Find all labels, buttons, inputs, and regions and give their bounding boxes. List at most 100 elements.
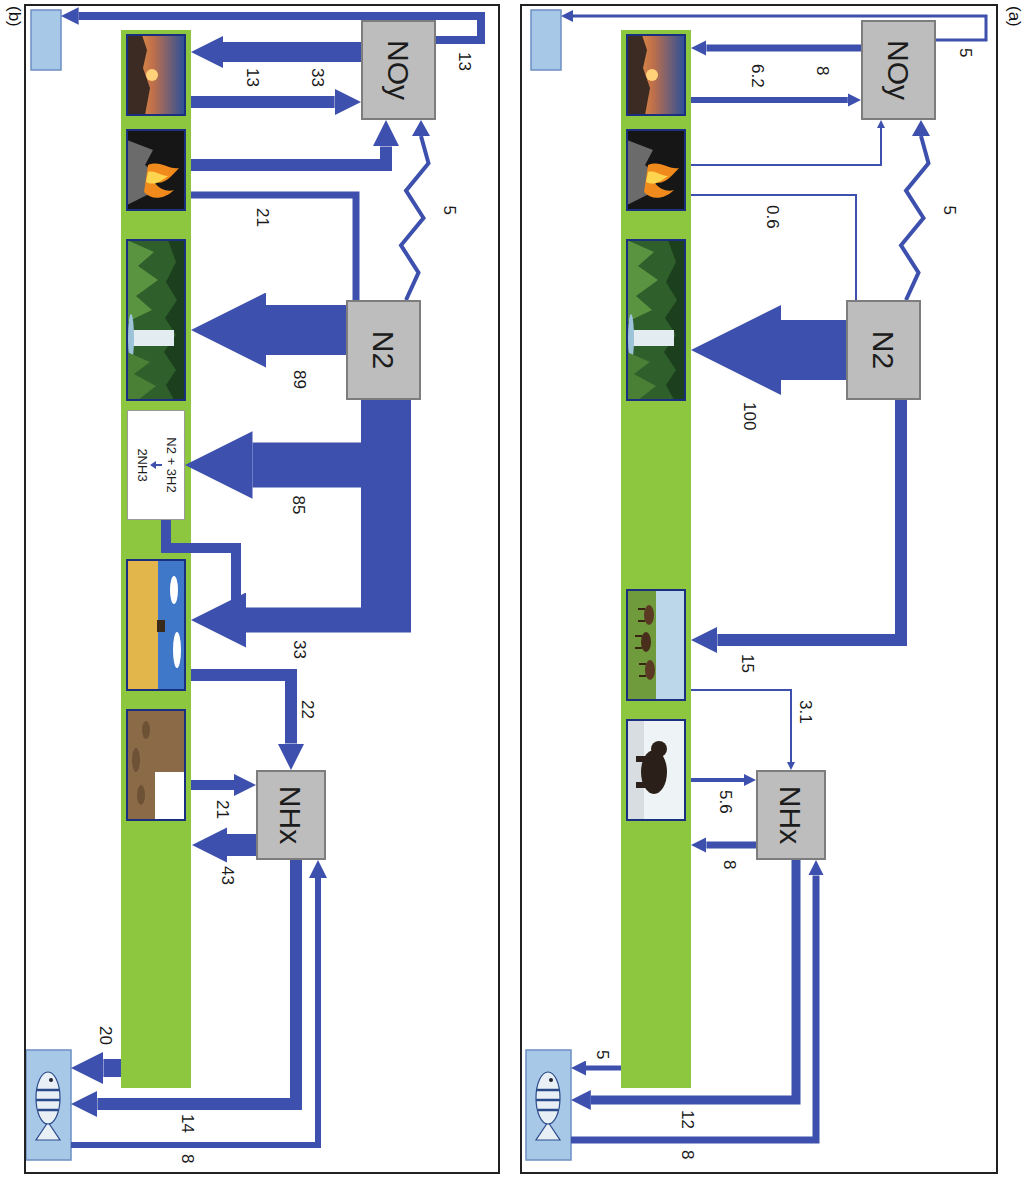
soil-photo (127, 710, 185, 820)
flux-arrow (706, 45, 861, 52)
flux-value: 5 (939, 206, 958, 215)
flux-value: 20 (95, 1026, 114, 1045)
reaction-formula: 2NH3 (134, 448, 149, 481)
flux-value: 89 (289, 370, 308, 389)
flux-arrow (246, 608, 411, 633)
panel-label: (a) (1004, 6, 1023, 27)
species-box: NOy (361, 20, 436, 120)
flux-arrow (97, 860, 296, 1104)
flux-value: 8 (677, 1150, 696, 1159)
reaction-arrow-head (150, 461, 156, 469)
flux-value: 43 (217, 866, 236, 885)
illustration-detail (157, 620, 165, 632)
flux-arrow (191, 780, 234, 790)
fish-ocean-box (526, 1050, 571, 1160)
ocean-box (531, 10, 561, 70)
flux-arrow (691, 778, 744, 782)
flux-arrow (691, 97, 848, 103)
flux-value: 21 (212, 800, 231, 819)
species-name: NHx (775, 786, 808, 844)
flux-value: 12 (677, 1110, 696, 1129)
flux-line (191, 195, 356, 300)
flux-value: 13 (242, 68, 261, 87)
arrowhead (185, 431, 253, 499)
flux-arrow-line (253, 400, 384, 465)
illustration-detail (627, 720, 685, 820)
illustration-detail (132, 748, 140, 772)
flux-value: 85 (289, 496, 308, 515)
illustration-detail (627, 590, 685, 700)
flux-line (691, 195, 856, 300)
species-name: N2 (367, 331, 400, 369)
cattle-photo (627, 590, 685, 700)
flux-line (166, 520, 236, 607)
illustration-detail (627, 590, 685, 700)
flux-value: 5.6 (715, 790, 734, 814)
sunset-photo (127, 35, 185, 115)
fish-ocean-box (26, 1050, 71, 1160)
flux-value: 33 (307, 68, 326, 87)
flux-arrow-line (901, 136, 929, 300)
flux-arrow (586, 1066, 621, 1071)
flux-arrow (223, 42, 361, 62)
illustration-detail (635, 609, 646, 676)
flux-value: 5 (439, 206, 458, 215)
illustration-detail (127, 710, 185, 820)
flux-value: 22 (297, 700, 316, 719)
farmland-photo (127, 560, 185, 690)
flux-value: 0.6 (762, 205, 781, 229)
illustration-detail (645, 660, 655, 680)
flux-arrow (717, 400, 901, 640)
illustration-detail (127, 560, 185, 690)
flux-value: 100 (739, 402, 758, 430)
illustration-detail (127, 710, 185, 820)
species-box: NOy (861, 20, 936, 120)
flux-arrow (103, 1059, 121, 1077)
flux-arrow (191, 96, 335, 108)
illustration-detail (137, 785, 145, 805)
flux-arrow (191, 675, 291, 744)
forest-photo (627, 240, 685, 400)
reaction-arrow-shaft (155, 464, 162, 466)
flux-arrow (191, 146, 386, 165)
flux-value: 5 (592, 1050, 611, 1059)
flux-arrow (901, 120, 930, 300)
flux-value: 8 (177, 1154, 196, 1163)
forest-photo (127, 240, 185, 400)
arrowhead (412, 120, 430, 136)
panel-frame: (a)NOyN2NHx (520, 4, 998, 1174)
illustration-detail (173, 632, 181, 668)
flux-arrow (591, 860, 796, 1100)
species-box: N2 (346, 300, 421, 400)
flux-value: 14 (177, 1114, 196, 1133)
flux-value: 15 (737, 654, 756, 673)
flux-arrow (571, 875, 816, 1140)
flux-arrow (185, 400, 384, 499)
illustration-detail (142, 721, 150, 739)
illustration-detail (627, 720, 685, 820)
flux-value: 5 (955, 48, 974, 57)
flux-value: 33 (289, 640, 308, 659)
flux-value: 13 (454, 52, 473, 71)
illustration-detail (627, 590, 656, 700)
species-name: NOy (382, 40, 415, 100)
ocean-box (31, 10, 61, 70)
arrowhead (912, 120, 930, 136)
illustration-detail (155, 772, 185, 820)
reaction-formula: N2 + 3H2 (163, 437, 178, 492)
bear-photo (627, 720, 685, 820)
flux-value: 8 (719, 860, 738, 869)
illustration-detail (127, 560, 158, 690)
illustration-detail (170, 576, 178, 604)
flux-arrow (706, 842, 756, 849)
illustration-detail (636, 782, 648, 788)
flux-arrow (781, 320, 846, 380)
land-band (121, 30, 191, 1088)
flux-arrow (71, 878, 318, 1145)
panel-frame: (b)NOyN2N2 + 3H22NH3NHx (24, 4, 500, 1174)
sunset-photo (627, 35, 685, 115)
panel-label: (b) (4, 6, 23, 27)
species-box: NHx (256, 770, 326, 860)
flux-arrow (691, 690, 791, 762)
